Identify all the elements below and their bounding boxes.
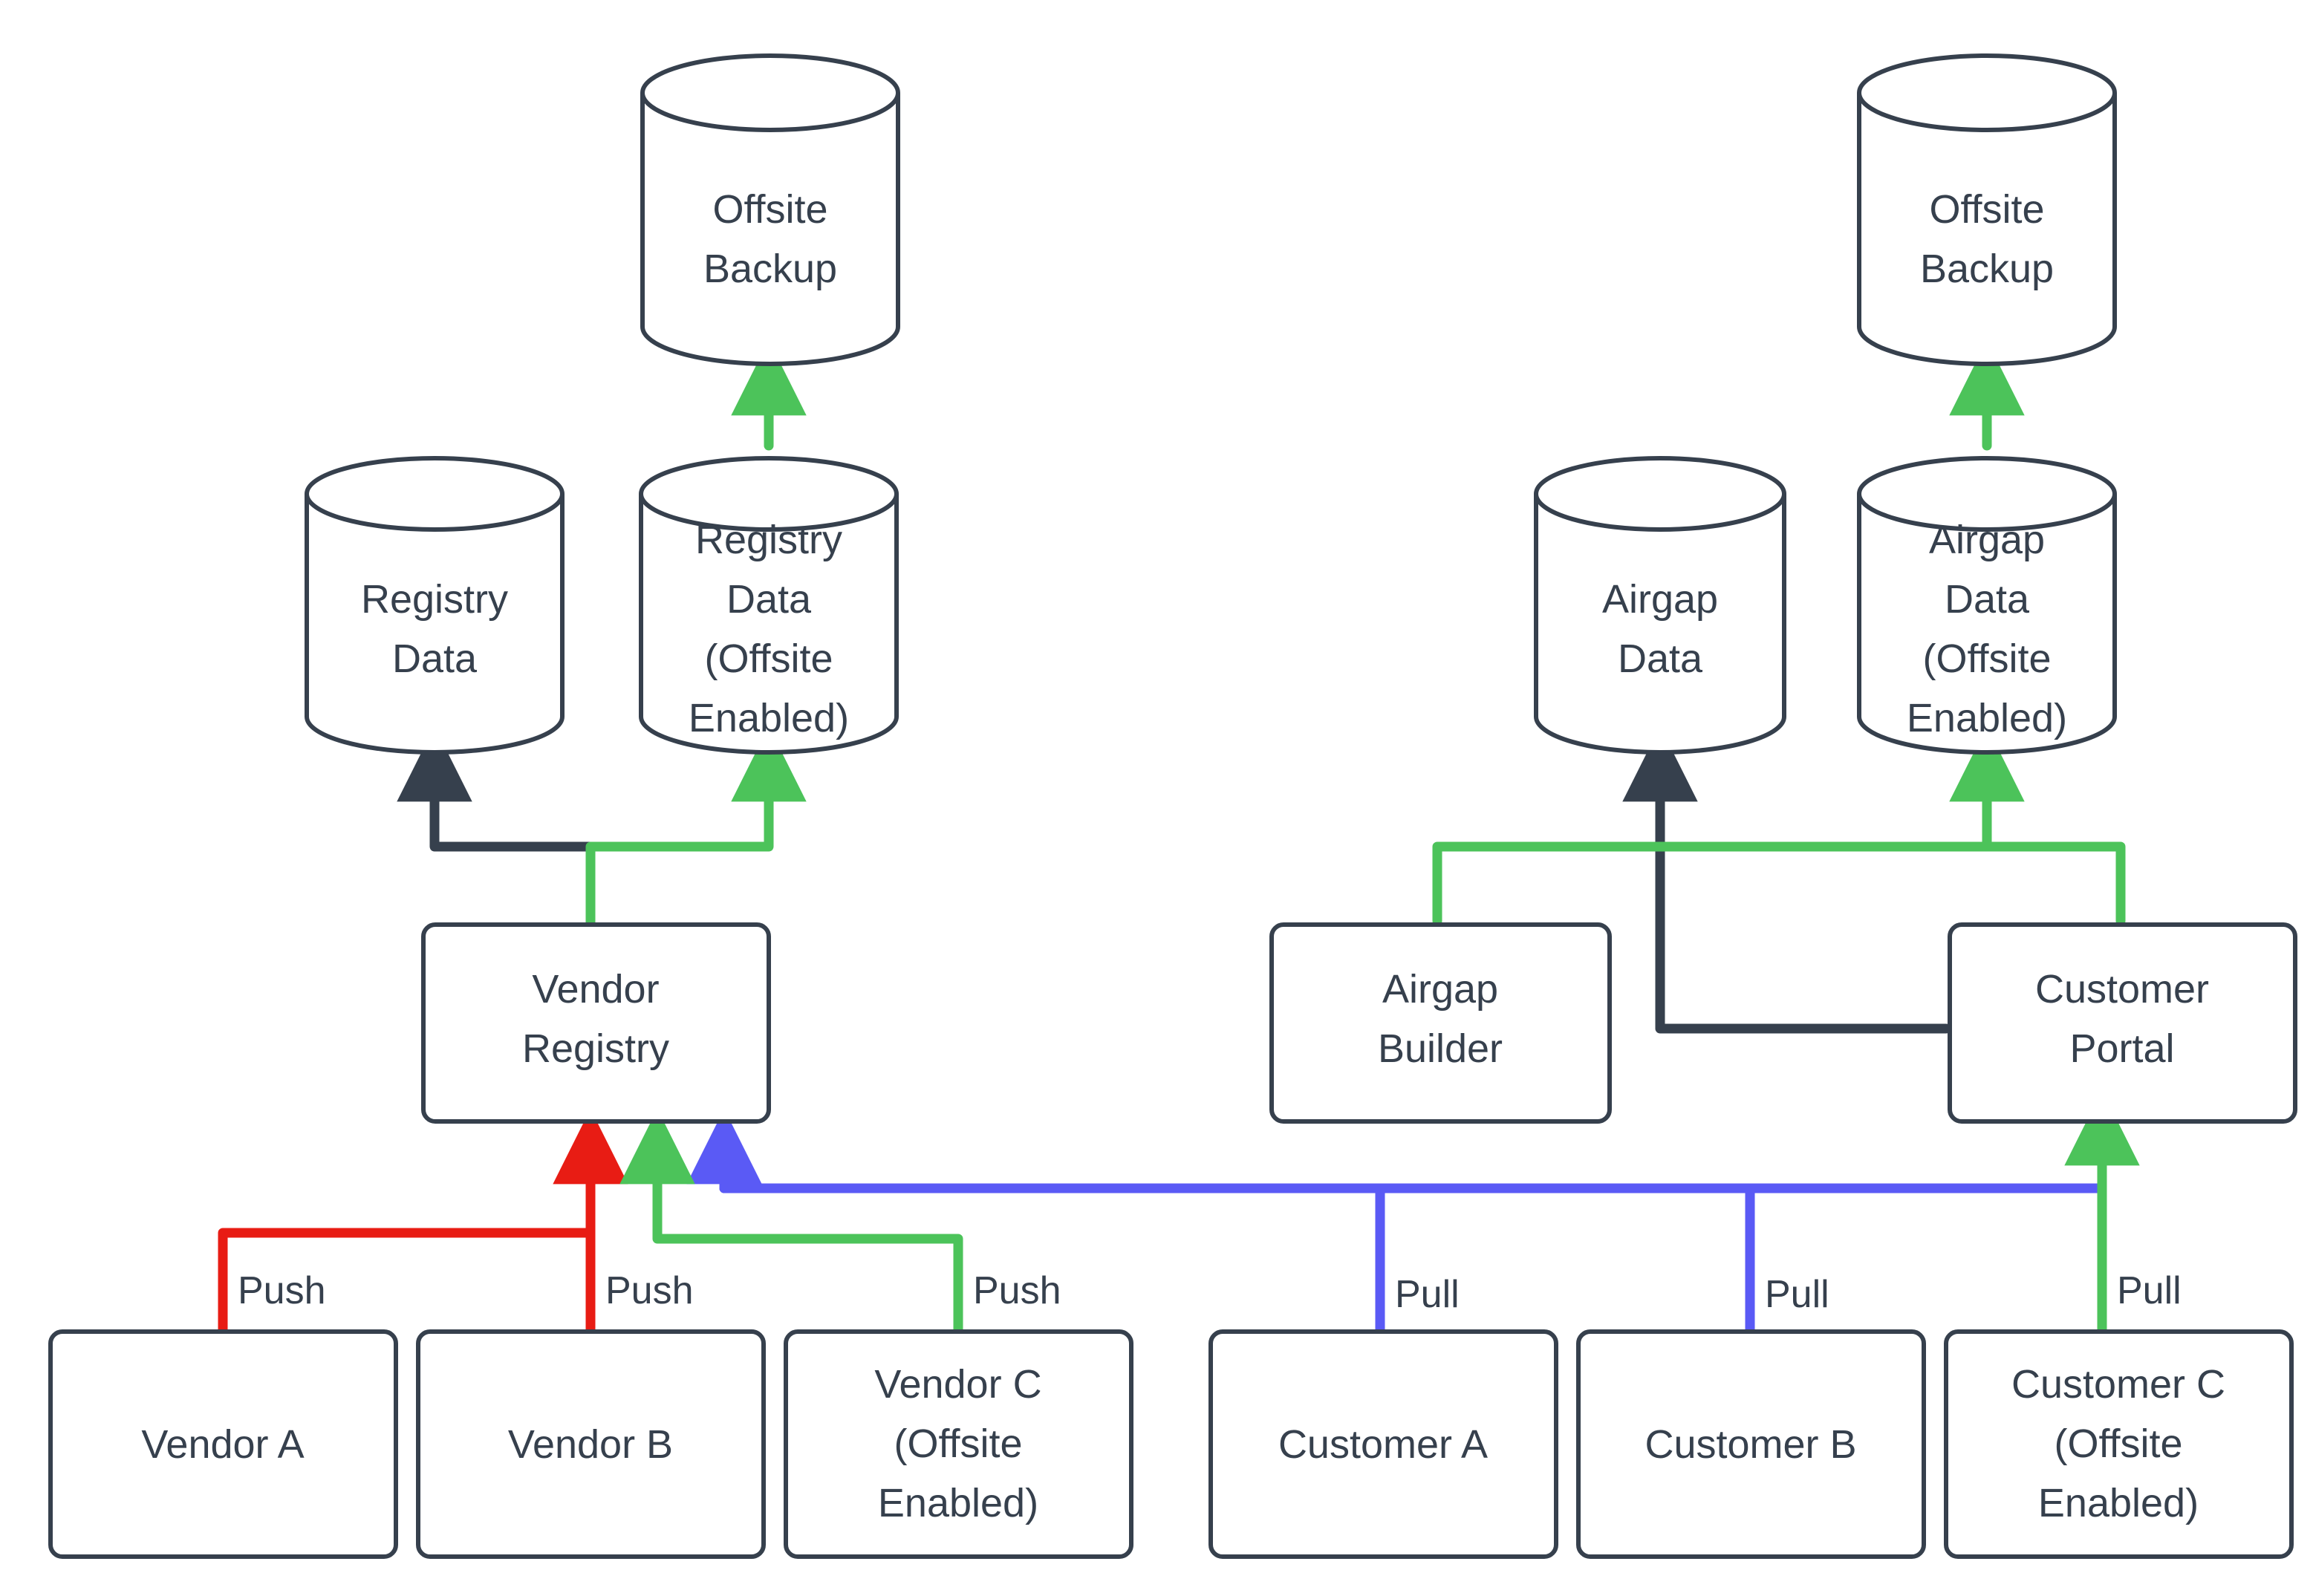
node-airgap-data[interactable]: Airgap Data [1534, 456, 1786, 755]
node-label: Enabled) [2038, 1481, 2199, 1525]
edge-label-vendor-a-push: Push [238, 1269, 326, 1312]
node-label: Vendor A [141, 1422, 304, 1467]
node-offsite-backup-left[interactable]: Offsite Backup [640, 53, 900, 366]
node-label: Offsite [1929, 187, 2044, 232]
edge-vendor-registry-to-registry-data [397, 726, 596, 926]
node-airgap-builder[interactable]: Airgap Builder [1269, 922, 1612, 1124]
node-label: Data [1618, 636, 1703, 681]
node-label: Builder [1378, 1026, 1503, 1071]
edge-airgap-builder-to-airgap-offsite [1432, 726, 2025, 926]
node-customer-c[interactable]: Customer C (Offsite Enabled) [1944, 1329, 2294, 1559]
node-customer-b[interactable]: Customer B [1576, 1329, 1926, 1559]
node-label: Backup [1920, 247, 2054, 291]
node-label: Airgap [1382, 967, 1498, 1012]
node-label: (Offsite [704, 636, 833, 681]
node-label: Airgap [1602, 577, 1718, 622]
edge-vendor-a-push [218, 1108, 628, 1335]
edge-customer-portal-to-airgap-data [1622, 726, 1951, 1034]
node-label: Vendor C [874, 1362, 1041, 1407]
node-label: Registry [522, 1026, 669, 1071]
node-label: Customer B [1645, 1422, 1856, 1467]
node-vendor-b[interactable]: Vendor B [416, 1329, 766, 1559]
edge-customer-portal-to-airgap-offsite [1982, 841, 2126, 926]
node-label: Vendor [532, 967, 659, 1012]
node-label: Portal [2069, 1026, 2174, 1071]
node-label: Backup [703, 247, 837, 291]
edge-label-vendor-b-push: Push [605, 1269, 694, 1312]
node-label: Customer C [2011, 1362, 2225, 1407]
node-vendor-registry[interactable]: Vendor Registry [421, 922, 771, 1124]
edge-label-customer-b-pull: Pull [1765, 1273, 1829, 1316]
node-label: Enabled) [1907, 696, 2067, 740]
edge-label-customer-a-pull: Pull [1395, 1273, 1460, 1316]
node-label: Registry [695, 518, 842, 562]
node-airgap-data-offsite[interactable]: Airgap Data (Offsite Enabled) [1857, 456, 2117, 755]
node-label: Data [1945, 577, 2030, 622]
node-label: Customer A [1278, 1422, 1488, 1467]
node-registry-data-offsite[interactable]: Registry Data (Offsite Enabled) [639, 456, 899, 755]
node-label: Enabled) [878, 1481, 1038, 1525]
node-vendor-a[interactable]: Vendor A [48, 1329, 398, 1559]
node-customer-portal[interactable]: Customer Portal [1948, 922, 2297, 1124]
node-label: Customer [2035, 967, 2209, 1012]
node-vendor-c[interactable]: Vendor C (Offsite Enabled) [784, 1329, 1133, 1559]
edge-vendor-c-push [619, 1108, 963, 1335]
node-label: Airgap [1929, 518, 2045, 562]
node-registry-data[interactable]: Registry Data [305, 456, 565, 755]
edge-customer-b-pull [719, 1183, 1755, 1335]
node-label: Enabled) [689, 696, 849, 740]
node-label: (Offsite [1922, 636, 2051, 681]
node-label: Offsite [712, 187, 827, 232]
node-label: (Offsite [894, 1421, 1022, 1466]
node-label: Data [726, 577, 812, 622]
node-customer-a[interactable]: Customer A [1208, 1329, 1558, 1559]
edge-label-customer-c-pull: Pull [2117, 1269, 2182, 1312]
edge-vendor-registry-to-registry-data-offsite [585, 726, 807, 926]
node-label: Data [392, 636, 478, 681]
node-offsite-backup-right[interactable]: Offsite Backup [1857, 53, 2117, 366]
node-label: (Offsite [2054, 1421, 2182, 1466]
edge-label-vendor-c-push: Push [973, 1269, 1061, 1312]
node-label: Vendor B [508, 1422, 673, 1467]
node-label: Registry [361, 577, 508, 622]
